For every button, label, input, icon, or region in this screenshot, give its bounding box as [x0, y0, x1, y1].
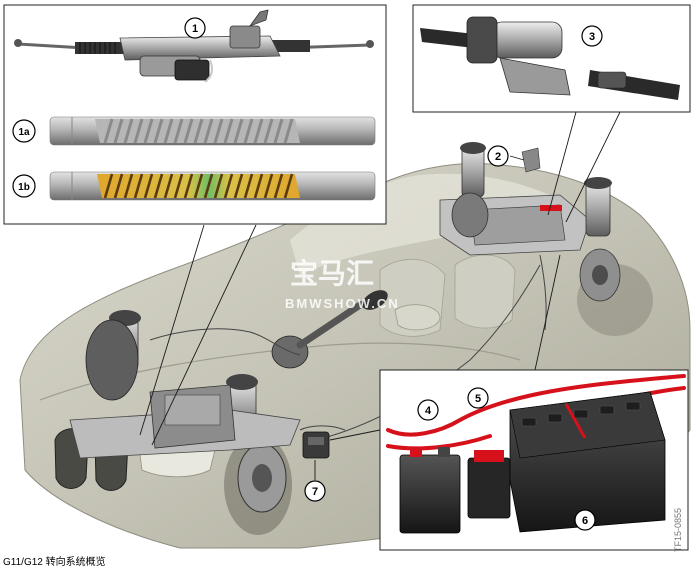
watermark-en: BMWSHOW.CN — [285, 296, 400, 311]
fuse-module — [467, 450, 511, 519]
callout-1a: 1a — [12, 119, 36, 143]
inset-box-batteries — [379, 369, 689, 551]
callout-1: 1 — [184, 17, 206, 39]
svg-text:3: 3 — [589, 31, 595, 43]
svg-text:7: 7 — [312, 486, 318, 498]
svg-text:1: 1 — [192, 23, 198, 35]
wiring-harness — [149, 254, 547, 441]
svg-text:6: 6 — [582, 515, 588, 527]
rack-tube-1b — [49, 171, 376, 201]
small-battery — [399, 447, 461, 534]
watermark-cn: 宝马汇 — [290, 257, 374, 290]
svg-text:5: 5 — [475, 393, 481, 405]
callout-6: 6 — [574, 509, 596, 531]
callout-4: 4 — [417, 399, 439, 421]
watermark: 宝马汇 BMWSHOW.CN — [285, 257, 400, 311]
callout-2: 2 — [487, 145, 509, 167]
callout-1b: 1b — [12, 174, 36, 198]
rack-tube-1a — [49, 116, 376, 146]
svg-text:1a: 1a — [18, 127, 30, 138]
rear-axle-assembly — [439, 142, 621, 302]
document-id: TF15-0855 — [673, 507, 683, 552]
callout-7: 7 — [304, 480, 326, 502]
inset-box-front-steering — [3, 4, 387, 225]
svg-text:4: 4 — [425, 405, 432, 417]
front-steering-gear-illustration — [14, 9, 374, 83]
main-battery — [509, 391, 666, 533]
callout-5: 5 — [467, 387, 489, 409]
callout-3: 3 — [581, 25, 603, 47]
callouts: 1 1a 1b 2 3 4 5 6 — [12, 17, 603, 531]
figure-caption: G11/G12 转向系统概览 — [3, 557, 106, 568]
svg-text:1b: 1b — [18, 182, 30, 193]
component-7-module — [302, 431, 330, 459]
front-axle-assembly — [69, 290, 388, 513]
svg-text:2: 2 — [495, 151, 501, 163]
inset-box-rear-actuator — [412, 4, 691, 113]
leader-lines — [139, 111, 621, 480]
